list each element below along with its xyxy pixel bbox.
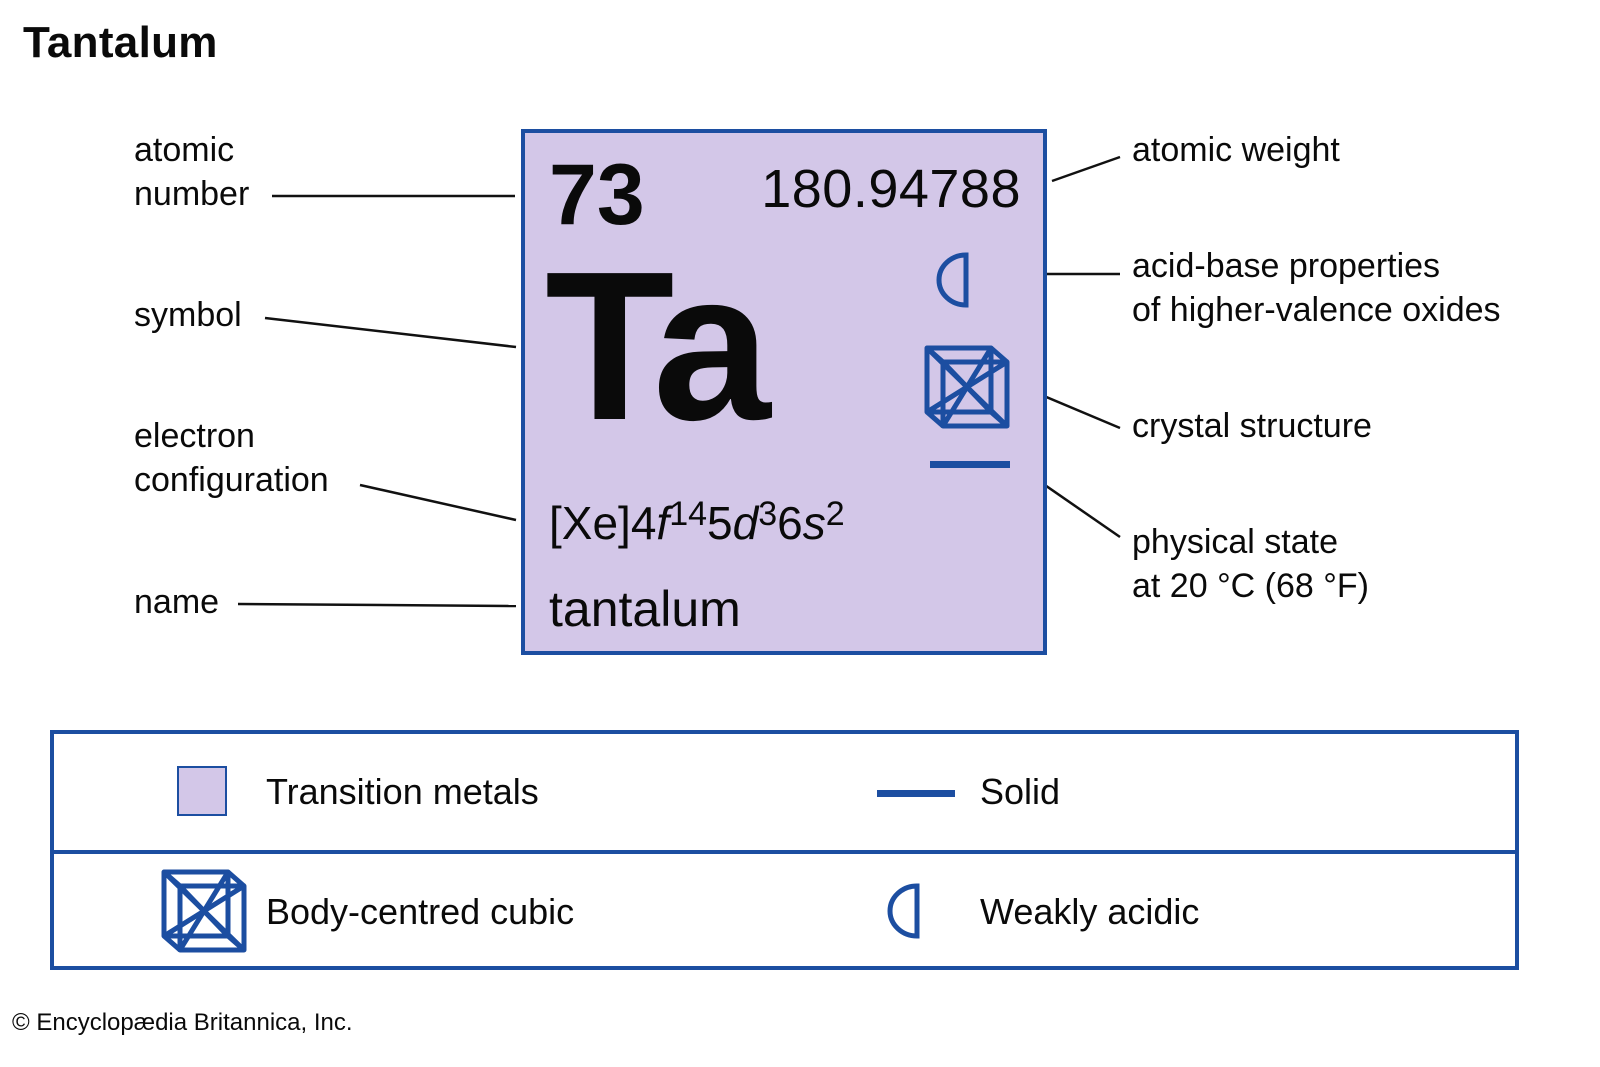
label-atomic-weight: atomic weight [1132, 128, 1340, 172]
transition-metal-swatch-icon [177, 766, 227, 816]
label-line: physical state [1132, 523, 1338, 561]
config-shell: 5 [707, 497, 733, 549]
element-name: tantalum [549, 581, 741, 637]
label-line: name [134, 583, 220, 621]
config-orbital: s [802, 497, 826, 549]
config-core: [Xe] [549, 497, 631, 549]
legend-row-1: Transition metals Solid [54, 734, 1515, 850]
legend-divider [54, 850, 1515, 854]
solid-bar-icon [930, 461, 1010, 468]
label-line: acid-base properties [1132, 247, 1441, 285]
label-line: atomic weight [1132, 131, 1340, 169]
body-centred-cubic-icon [161, 869, 247, 953]
label-line: configuration [134, 461, 329, 499]
label-line: crystal structure [1132, 407, 1372, 445]
legend-label-transition-metals: Transition metals [266, 771, 539, 812]
label-electron-configuration: electron configuration [134, 414, 329, 502]
solid-bar-icon [877, 790, 955, 797]
label-atomic-number: atomic number [134, 128, 249, 216]
element-tile: 73 180.94788 Ta [Xe]4f145d36s2 tantalum [521, 129, 1047, 655]
half-circle-weakly-acidic-icon [887, 883, 920, 939]
page-title: Tantalum [23, 18, 218, 67]
label-line: atomic [134, 131, 235, 169]
electron-config-leader [359, 483, 517, 522]
legend: Transition metals Solid Body-centred cub… [50, 730, 1519, 970]
legend-label-weakly-acidic: Weakly acidic [980, 891, 1200, 932]
config-orbital: d [732, 497, 759, 549]
label-line: number [134, 175, 250, 213]
label-symbol: symbol [134, 293, 242, 337]
electron-configuration: [Xe]4f145d36s2 [549, 493, 845, 558]
symbol-leader [264, 316, 517, 349]
half-circle-weakly-acidic-icon [936, 252, 969, 308]
element-symbol: Ta [545, 227, 771, 464]
name-leader [237, 602, 517, 608]
config-electrons: 14 [669, 495, 708, 533]
atomic-weight-leader [1051, 155, 1121, 183]
config-shell: 6 [777, 497, 803, 549]
label-crystal-structure: crystal structure [1132, 404, 1372, 448]
legend-row-2: Body-centred cubic Weakly acidic [54, 854, 1515, 970]
config-shell: 4 [630, 497, 657, 549]
body-centred-cubic-icon [924, 345, 1010, 429]
atomic-number: 73 [549, 147, 645, 243]
label-physical-state: physical state at 20 °C (68 °F) [1132, 520, 1369, 608]
label-line: at 20 °C (68 °F) [1132, 567, 1369, 605]
config-electrons: 2 [825, 495, 845, 533]
label-line: symbol [134, 296, 242, 334]
label-name: name [134, 580, 219, 624]
label-line: of higher-valence oxides [1132, 291, 1501, 329]
label-line: electron [134, 417, 255, 455]
copyright: © Encyclopædia Britannica, Inc. [12, 1009, 353, 1036]
label-acid-base: acid-base properties of higher-valence o… [1132, 244, 1501, 332]
config-electrons: 3 [758, 495, 778, 533]
legend-label-body-centred-cubic: Body-centred cubic [266, 891, 575, 932]
atomic-weight: 180.94788 [761, 159, 1021, 219]
legend-label-solid: Solid [980, 771, 1061, 812]
config-orbital: f [656, 497, 670, 549]
